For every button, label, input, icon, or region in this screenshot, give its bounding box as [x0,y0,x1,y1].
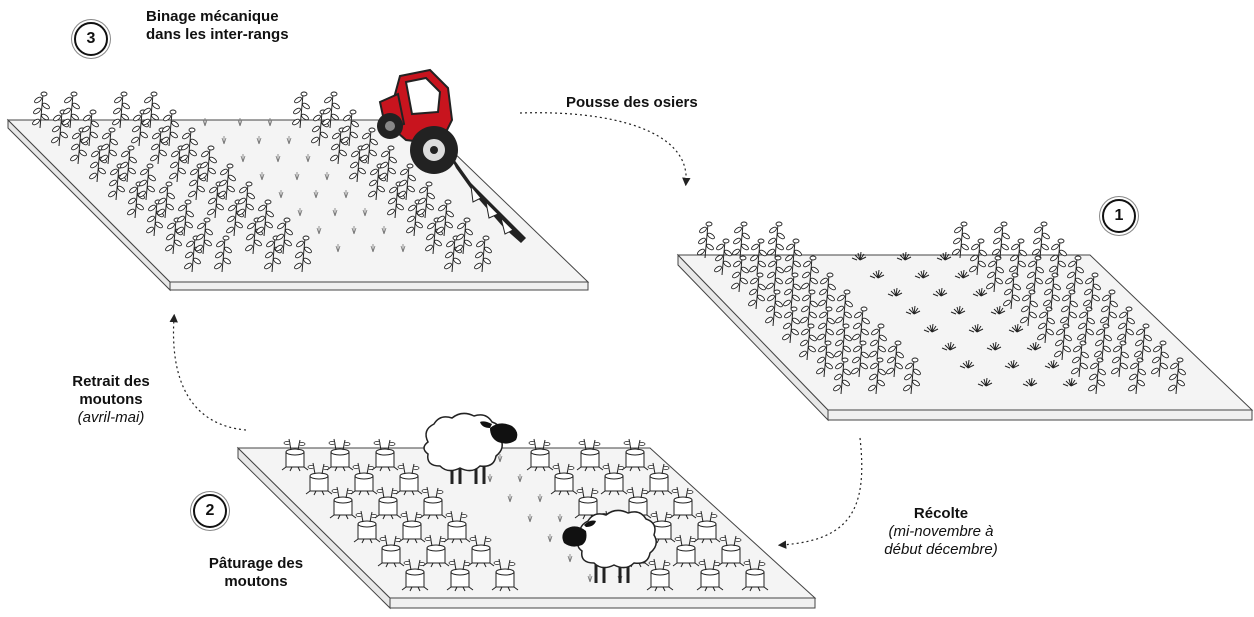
stage-1-number-badge: 1 [1102,199,1136,233]
stage-3-label: Binage mécanique dans les inter-rangs [146,8,289,44]
stage-3-number: 3 [87,30,96,48]
willow-shoot [697,222,716,258]
transition-recolte-sub-line2: début décembre) [866,541,1016,559]
willow-shoot [952,222,971,258]
transition-recolte-label: Récolte (mi-novembre à début décembre) [866,505,1016,559]
transition-retrait-title-line1: Retrait des [52,373,170,391]
arrow-recolte [782,438,862,545]
willow-stump [327,439,353,471]
willow-stump [282,439,308,471]
stage-2-number-badge: 2 [193,494,227,528]
plot-1 [678,222,1252,420]
willow-shoot [1032,222,1051,258]
transition-recolte-sub-line1: (mi-novembre à [866,523,1016,541]
transition-retrait-sub: (avril-mai) [52,409,170,427]
willow-shoot [992,222,1011,258]
stage-1-number: 1 [1115,207,1124,225]
plot-2 [238,439,815,608]
willow-stump [622,439,648,471]
plot-3 [8,92,588,290]
willow-stump [372,439,398,471]
stage-2-number: 2 [206,502,215,520]
stage-2-label-line1: Pâturage des [190,555,322,573]
willow-shoot [767,222,786,258]
transition-retrait-title-line2: moutons [52,391,170,409]
transition-retrait-label: Retrait des moutons (avril-mai) [52,373,170,427]
arrow-pousse [520,113,686,182]
willow-stump [577,439,603,471]
transition-pousse-label: Pousse des osiers [566,94,698,112]
stage-2-label-line2: moutons [190,573,322,591]
stage-3-label-line2: dans les inter-rangs [146,26,289,44]
arrow-retrait [174,318,246,430]
transition-recolte-title: Récolte [866,505,1016,523]
stage-3-number-badge: 3 [74,22,108,56]
stage-2-label: Pâturage des moutons [190,555,322,591]
stage-3-label-line1: Binage mécanique [146,8,289,26]
willow-shoot [732,222,751,258]
willow-stump [527,439,553,471]
transition-pousse-title: Pousse des osiers [566,94,698,112]
